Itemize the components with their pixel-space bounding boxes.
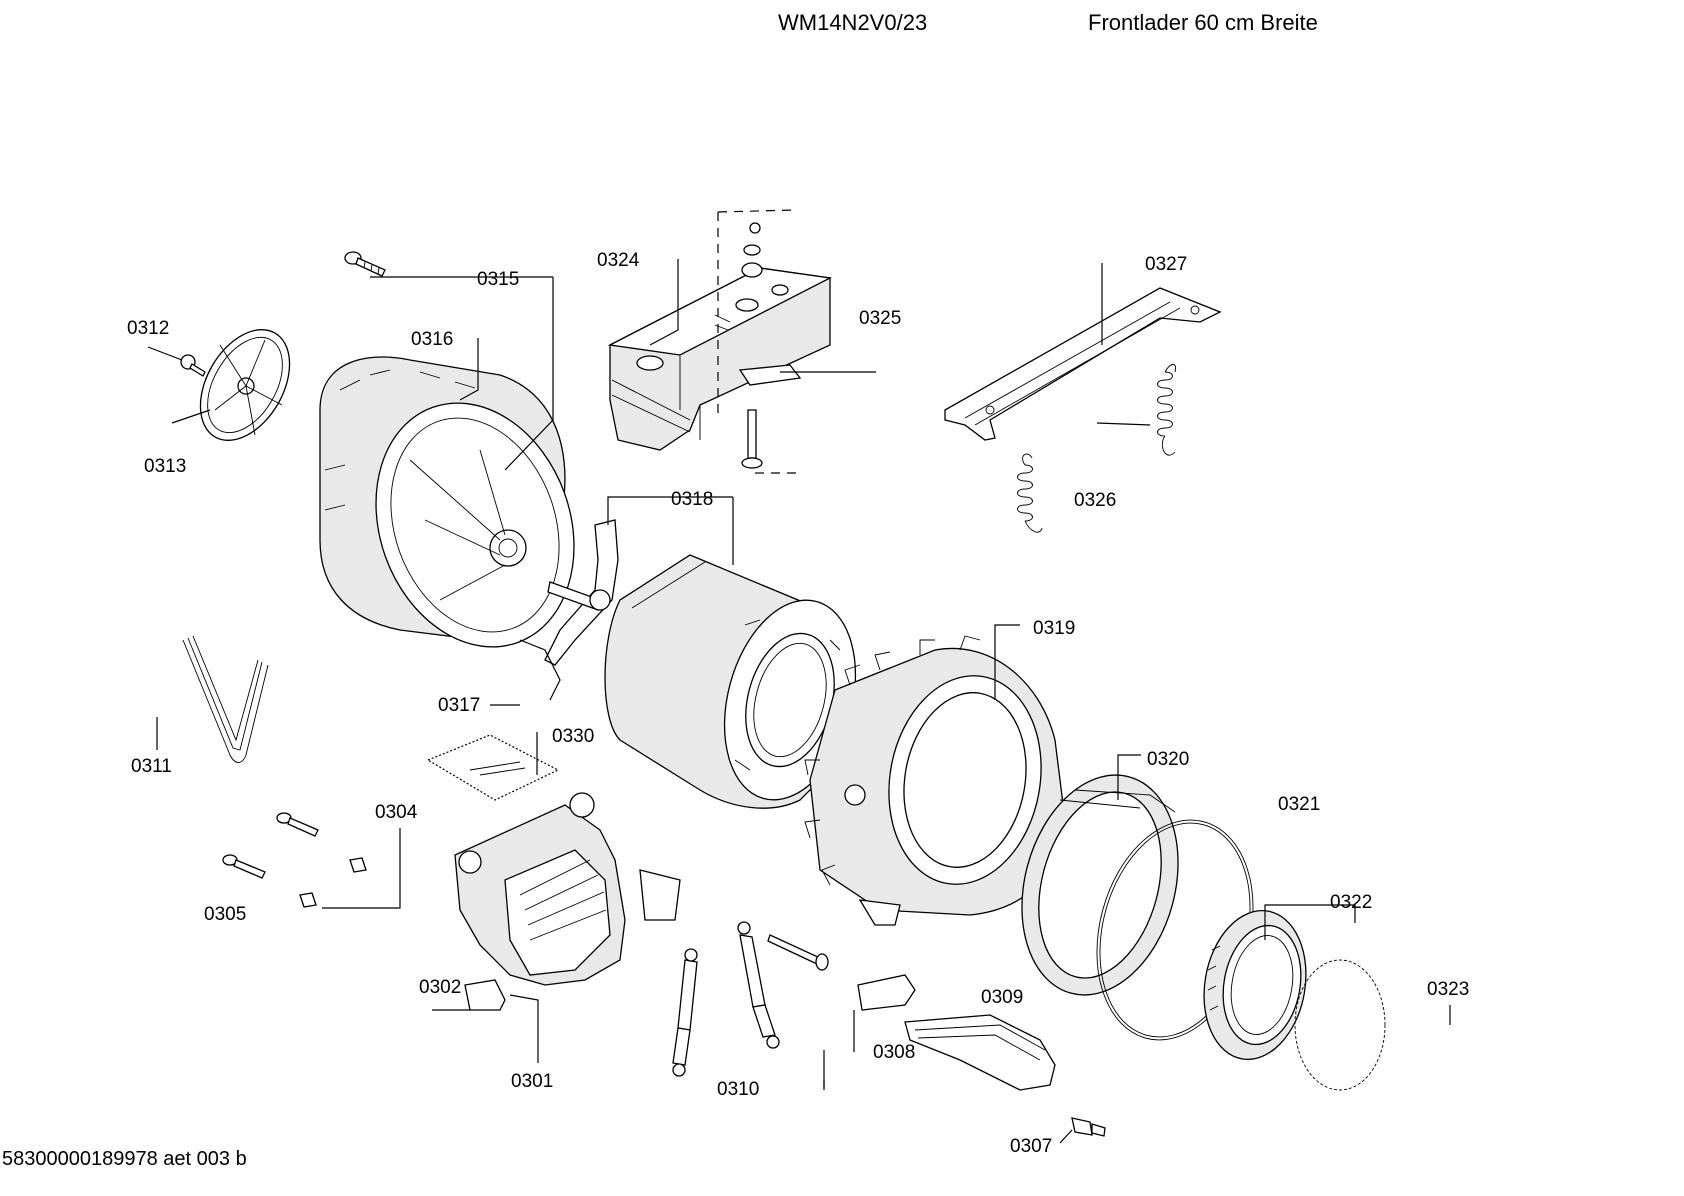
callout-0327: 0327: [1145, 254, 1187, 275]
callout-0312: 0312: [127, 318, 169, 339]
bearing-bracket-part: [519, 639, 561, 701]
callout-0310: 0310: [717, 1079, 759, 1100]
bellow-ring-part: [1203, 909, 1307, 1061]
rear-tub-part: [319, 356, 575, 648]
callout-0305: 0305: [204, 904, 246, 925]
document-number: 58300000189978 aet 003 b: [2, 1148, 247, 1170]
tub-spring-upper-part: [1157, 364, 1177, 456]
tub-spring-lower-part: [1017, 453, 1043, 533]
pulley-screw-part: [180, 354, 206, 377]
leader-lines: [147, 259, 1451, 1144]
heater-bracket-part: [857, 974, 916, 1011]
drum-part: [604, 554, 857, 809]
appliance-description: Frontlader 60 cm Breite: [1088, 10, 1318, 35]
documentation-bag-part: [426, 734, 560, 801]
callout-0308: 0308: [873, 1042, 915, 1063]
ntc-sensor-part: [1071, 1117, 1106, 1137]
callout-0320: 0320: [1147, 749, 1189, 770]
damper-bolt-part: [767, 934, 829, 971]
callout-0330: 0330: [552, 726, 594, 747]
tub-screw-part: [344, 251, 386, 277]
pulley-part: [199, 329, 291, 441]
shock-absorber-left-part: [672, 948, 698, 1077]
motor-feet-part: [299, 857, 367, 908]
callout-0325: 0325: [859, 308, 901, 329]
motor-screws-part: [222, 812, 319, 879]
callout-0321: 0321: [1278, 794, 1320, 815]
callout-0309: 0309: [981, 987, 1023, 1008]
callout-0301: 0301: [511, 1071, 553, 1092]
hose-clamp-part: [1294, 959, 1386, 1091]
callout-0324: 0324: [597, 250, 640, 271]
front-ring-part: [1021, 774, 1179, 996]
drive-belt-part: [182, 635, 269, 763]
shock-absorber-right-part: [737, 921, 780, 1049]
callout-0318: 0318: [671, 489, 713, 510]
callout-0317: 0317: [438, 695, 480, 716]
callout-0304: 0304: [375, 802, 418, 823]
callout-0316: 0316: [411, 329, 453, 350]
callout-labels: 0315 0316 0312 0313 0324 0325 0327 0326 …: [127, 250, 1469, 1157]
motor-part: [454, 792, 681, 986]
callout-0313: 0313: [144, 456, 186, 477]
drawer-screws-part: [714, 209, 800, 474]
model-number: WM14N2V0/23: [778, 10, 928, 35]
callout-0311: 0311: [131, 756, 172, 777]
drum-spider-part: [544, 519, 619, 666]
callout-0326: 0326: [1074, 490, 1116, 511]
carbon-brush-part: [464, 979, 506, 1011]
heating-element-part: [904, 1014, 1056, 1091]
front-tub-part: [804, 635, 1066, 926]
callout-0323: 0323: [1427, 979, 1469, 1000]
callout-0322: 0322: [1330, 892, 1372, 913]
callout-0307: 0307: [1010, 1136, 1052, 1157]
drawer-housing-part: [607, 267, 833, 451]
callout-0315: 0315: [477, 269, 519, 290]
callout-0302: 0302: [419, 977, 461, 998]
callout-0319: 0319: [1033, 618, 1075, 639]
cross-brace-part: [944, 287, 1222, 441]
